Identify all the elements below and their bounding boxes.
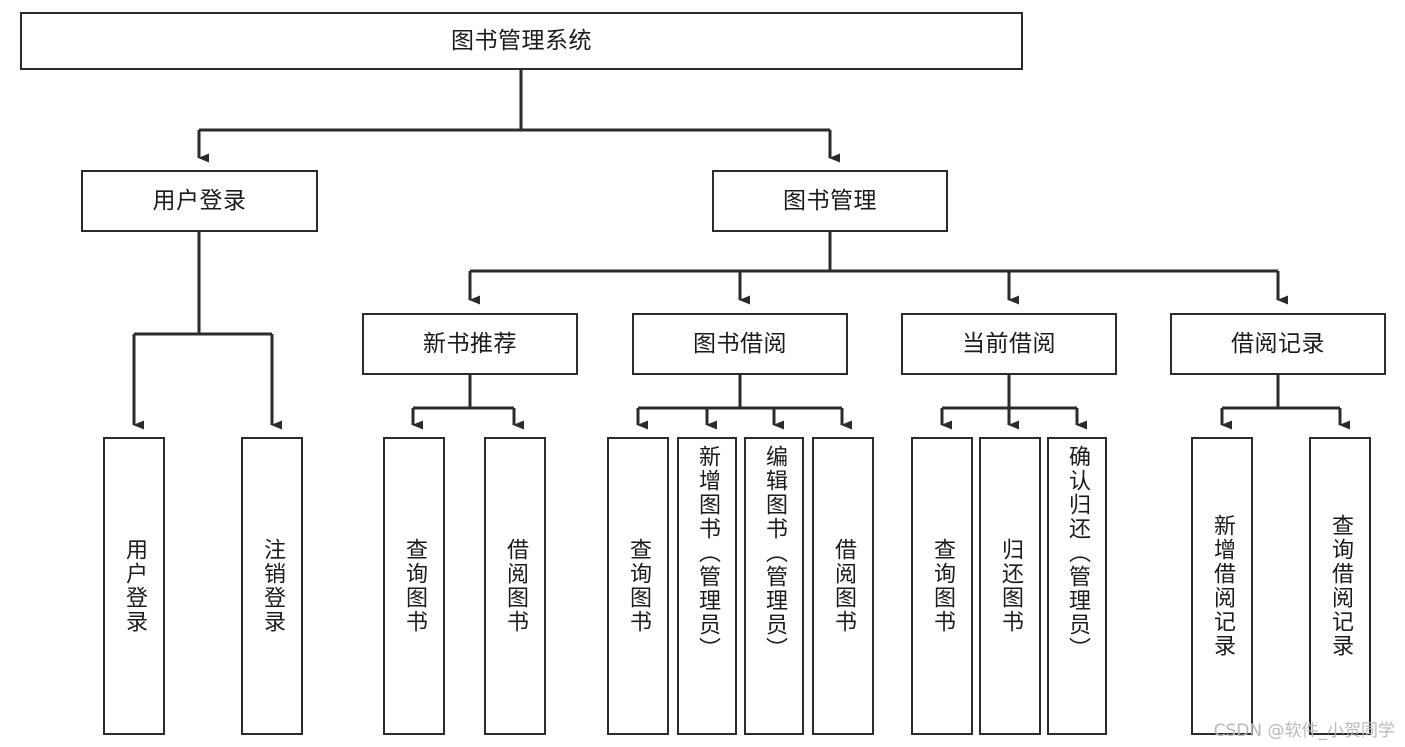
leaf-borrow-book-recommend[interactable]: 借阅图书 bbox=[484, 437, 546, 735]
node-label: 用户登录 bbox=[122, 538, 147, 634]
node-book-manage[interactable]: 图书管理 bbox=[712, 170, 948, 232]
node-label: 注销登录 bbox=[260, 538, 285, 634]
watermark-text: CSDN @软件_小贺同学 bbox=[1213, 721, 1395, 741]
node-label: 归还图书 bbox=[998, 538, 1023, 634]
node-label: 查询借阅记录 bbox=[1328, 514, 1353, 658]
node-label: 查询图书 bbox=[930, 538, 955, 634]
node-user-login[interactable]: 用户登录 bbox=[81, 170, 318, 232]
leaf-confirm-return-admin[interactable]: 确认归还（管理员） bbox=[1047, 437, 1107, 735]
leaf-query-book-recommend[interactable]: 查询图书 bbox=[383, 437, 445, 735]
node-label: 新书推荐 bbox=[423, 330, 517, 357]
node-label: 查询图书 bbox=[402, 538, 427, 634]
node-label: 编辑图书（管理员） bbox=[762, 445, 787, 661]
leaf-query-book-current[interactable]: 查询图书 bbox=[911, 437, 973, 735]
node-label: 图书管理系统 bbox=[451, 27, 592, 54]
leaf-add-borrow-record[interactable]: 新增借阅记录 bbox=[1191, 437, 1253, 735]
leaf-edit-book-admin[interactable]: 编辑图书（管理员） bbox=[744, 437, 804, 735]
node-label: 新增图书（管理员） bbox=[695, 445, 720, 661]
node-current-borrow[interactable]: 当前借阅 bbox=[901, 313, 1117, 375]
node-label: 当前借阅 bbox=[962, 330, 1056, 357]
leaf-add-book-admin[interactable]: 新增图书（管理员） bbox=[677, 437, 737, 735]
leaf-query-book-borrow[interactable]: 查询图书 bbox=[607, 437, 669, 735]
node-label: 查询图书 bbox=[626, 538, 651, 634]
node-label: 借阅图书 bbox=[503, 538, 528, 634]
node-root-system[interactable]: 图书管理系统 bbox=[20, 12, 1023, 70]
node-book-borrow[interactable]: 图书借阅 bbox=[632, 313, 848, 375]
node-label: 借阅记录 bbox=[1231, 330, 1325, 357]
node-label: 借阅图书 bbox=[831, 538, 856, 634]
node-borrow-records[interactable]: 借阅记录 bbox=[1170, 313, 1386, 375]
node-label: 用户登录 bbox=[152, 187, 247, 214]
leaf-query-borrow-record[interactable]: 查询借阅记录 bbox=[1309, 437, 1371, 735]
node-label: 确认归还（管理员） bbox=[1065, 445, 1090, 661]
leaf-logout[interactable]: 注销登录 bbox=[241, 437, 303, 735]
leaf-borrow-book[interactable]: 借阅图书 bbox=[812, 437, 874, 735]
node-label: 图书管理 bbox=[783, 187, 877, 214]
node-label: 图书借阅 bbox=[693, 330, 787, 357]
leaf-return-book[interactable]: 归还图书 bbox=[979, 437, 1041, 735]
node-label: 新增借阅记录 bbox=[1210, 514, 1235, 658]
leaf-user-login[interactable]: 用户登录 bbox=[103, 437, 165, 735]
node-new-book-recommend[interactable]: 新书推荐 bbox=[362, 313, 578, 375]
